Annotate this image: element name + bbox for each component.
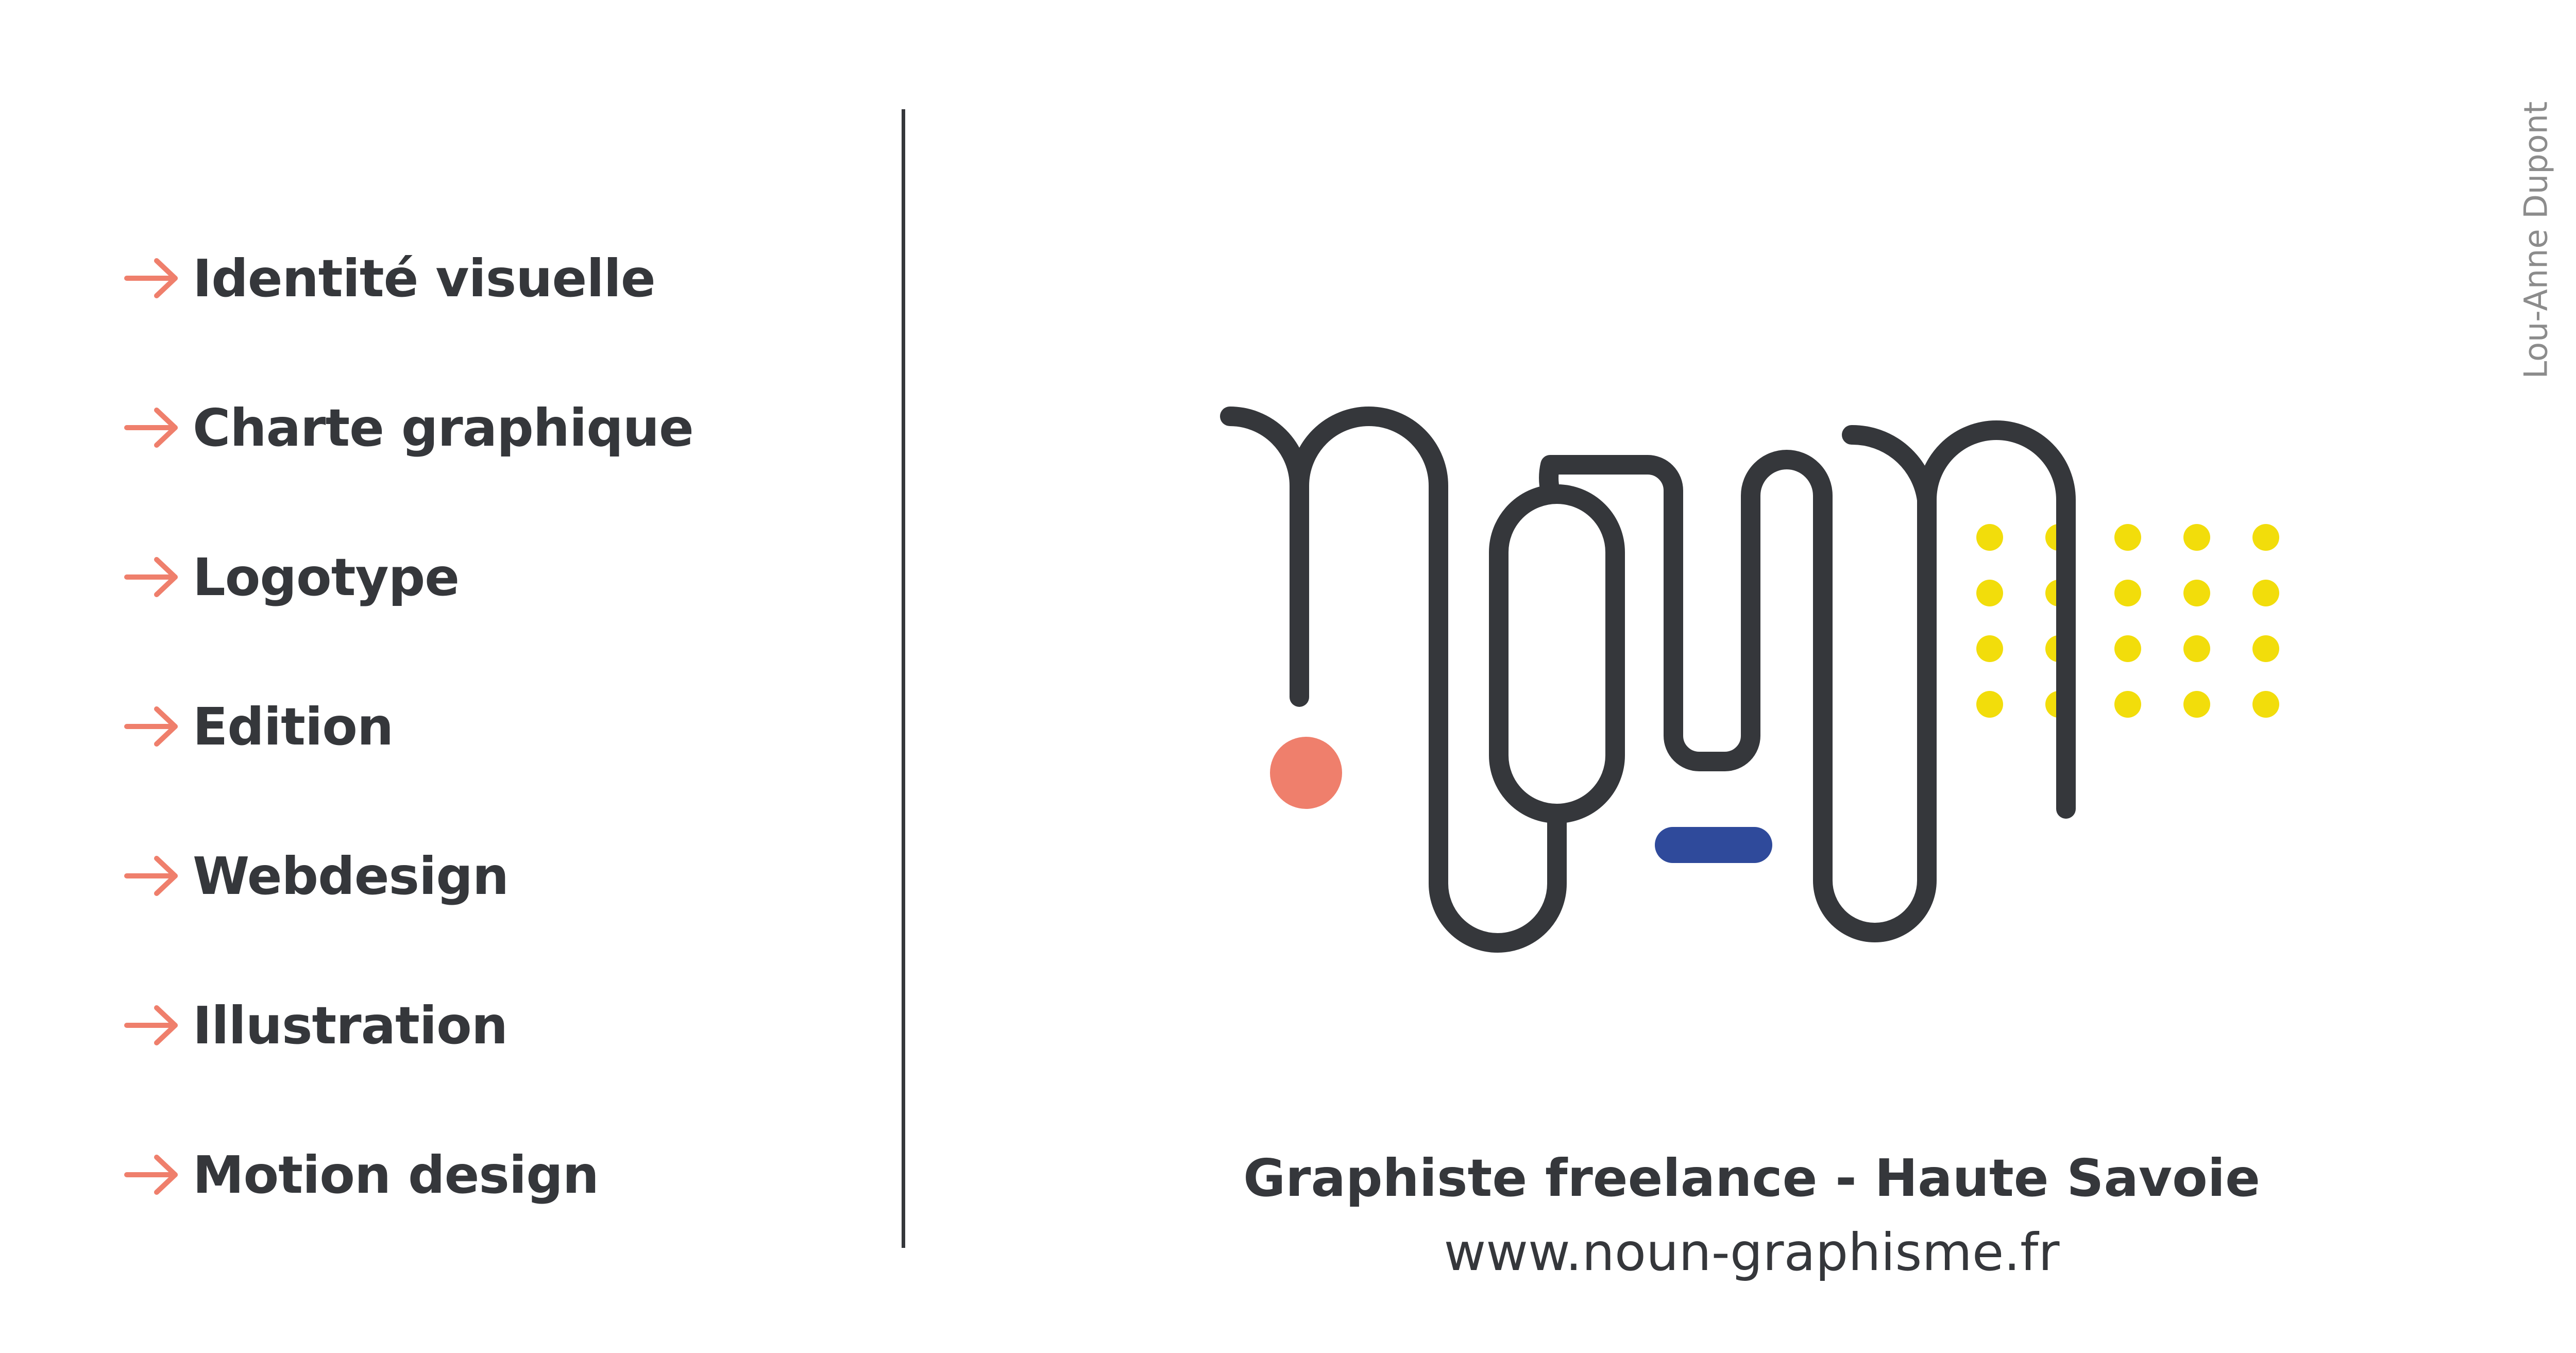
arrow-right-icon: [124, 706, 178, 747]
service-label: Logotype: [193, 547, 460, 607]
arrow-right-icon: [124, 1155, 178, 1195]
service-item: Charte graphique: [124, 353, 694, 502]
vertical-divider: [902, 109, 905, 1248]
logo-lettering-path: [1220, 407, 2076, 953]
service-item: Edition: [124, 652, 693, 801]
logo-dot: [1270, 737, 1342, 809]
service-item: Logotype: [124, 502, 693, 652]
author-name: Lou-Anne Dupont: [2517, 101, 2555, 379]
service-label: Charte graphique: [193, 397, 694, 458]
tagline: Graphiste freelance - Haute Savoie: [1243, 1148, 2260, 1208]
service-item: Webdesign: [124, 801, 693, 951]
arrow-right-icon: [124, 557, 178, 597]
service-label: Edition: [193, 696, 394, 757]
arrow-right-icon: [124, 408, 178, 448]
service-item: Motion design: [124, 1100, 693, 1249]
service-item: Identité visuelle: [124, 204, 693, 353]
services-list: Identité visuelle Charte graphique Logot…: [124, 204, 694, 1249]
arrow-right-icon: [124, 258, 178, 298]
service-label: Webdesign: [193, 845, 509, 906]
service-label: Motion design: [193, 1144, 599, 1205]
service-item: Illustration: [124, 951, 693, 1100]
website-link[interactable]: www.noun-graphisme.fr: [1444, 1222, 2060, 1282]
logo-grid-dots: [1976, 524, 2279, 718]
arrow-right-icon: [124, 1005, 178, 1045]
service-label: Illustration: [193, 995, 508, 1056]
arrow-right-icon: [124, 856, 178, 896]
service-label: Identité visuelle: [193, 248, 656, 309]
